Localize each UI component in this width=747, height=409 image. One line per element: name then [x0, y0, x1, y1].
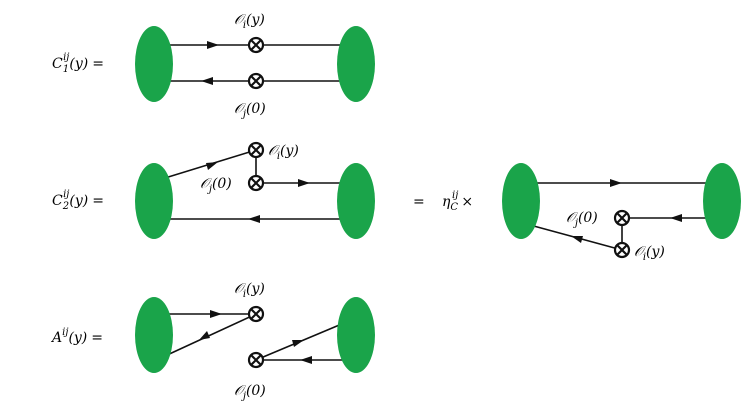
c1-vertex-oj — [247, 72, 265, 90]
c1-bottom-arrow — [201, 77, 213, 85]
c2-oi-label: 𝒪i(y) — [268, 143, 299, 162]
rhs-vertex-oj — [613, 209, 631, 227]
c2-vertex-oi — [247, 141, 265, 159]
c2-bottom-arrow — [248, 215, 260, 223]
c2-slanted-arrow — [206, 162, 218, 170]
a-right-bottom-arrow — [300, 356, 312, 364]
c1-oj-label: 𝒪j(0) — [234, 101, 266, 120]
rhs-right-blob — [703, 163, 741, 239]
rhs-slanted-arrow — [571, 236, 583, 243]
c2-vertex-oj — [247, 174, 265, 192]
a-left-slanted-propagator — [164, 313, 257, 357]
a-right-blob — [337, 297, 375, 373]
a-right-slanted-arrow — [292, 340, 304, 347]
rhs-vertex-oi — [613, 241, 631, 259]
rhs-oj-label: 𝒪j(0) — [566, 210, 598, 229]
a-left-top-arrow — [210, 310, 222, 318]
rhs-left-blob — [502, 163, 540, 239]
c2-right-blob — [337, 163, 375, 239]
rhs-oi-label: 𝒪i(y) — [634, 244, 665, 263]
c2-left-blob — [135, 163, 173, 239]
diagram-c1: C1ij(y)= 𝒪i(y) 𝒪j(0) — [52, 12, 375, 120]
c2-oj-label: 𝒪j(0) — [200, 176, 232, 195]
a-vertex-oj — [247, 351, 265, 369]
diagram-a: Aij(y)= 𝒪i(y) 𝒪j(0) — [50, 281, 375, 402]
a-left-slanted-arrow — [199, 331, 210, 340]
diagram-c2: C2ij(y)= 𝒪i(y) 𝒪j(0) = ηCij× — [52, 141, 741, 263]
c1-oi-label: 𝒪i(y) — [234, 12, 265, 31]
a-oi-label: 𝒪i(y) — [234, 281, 265, 300]
equals-sign: = — [413, 194, 425, 210]
a-oj-label: 𝒪j(0) — [234, 383, 266, 402]
rhs-mid-arrow — [670, 214, 682, 222]
rhs-top-arrow — [610, 179, 622, 187]
a-lhs-label: Aij(y)= — [50, 327, 103, 346]
c1-vertex-oi — [247, 36, 265, 54]
c2-mid-arrow — [298, 179, 310, 187]
c1-right-blob — [337, 26, 375, 102]
a-vertex-oi — [247, 305, 265, 323]
c1-top-arrow — [207, 41, 219, 49]
eta-factor-label: ηCij× — [442, 190, 473, 213]
c1-left-blob — [135, 26, 173, 102]
c1-lhs-label: C1ij(y)= — [52, 52, 104, 75]
a-left-blob — [135, 297, 173, 373]
c2-lhs-label: C2ij(y)= — [52, 189, 104, 212]
